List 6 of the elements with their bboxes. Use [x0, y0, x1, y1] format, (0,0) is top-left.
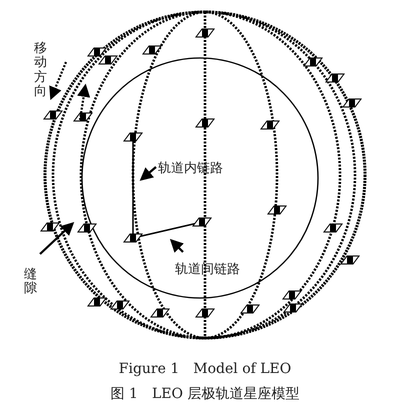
direction-label: 移动方向: [34, 41, 47, 99]
link-label: 轨道内链路: [158, 161, 223, 176]
figure-caption: Figure 1 Model of LEO: [118, 361, 292, 377]
link-label: 轨道间链路: [175, 262, 240, 277]
gap-label: 缝隙: [24, 267, 37, 296]
figure-caption: 图 1 LEO 层极轨道星座模型: [110, 386, 300, 402]
